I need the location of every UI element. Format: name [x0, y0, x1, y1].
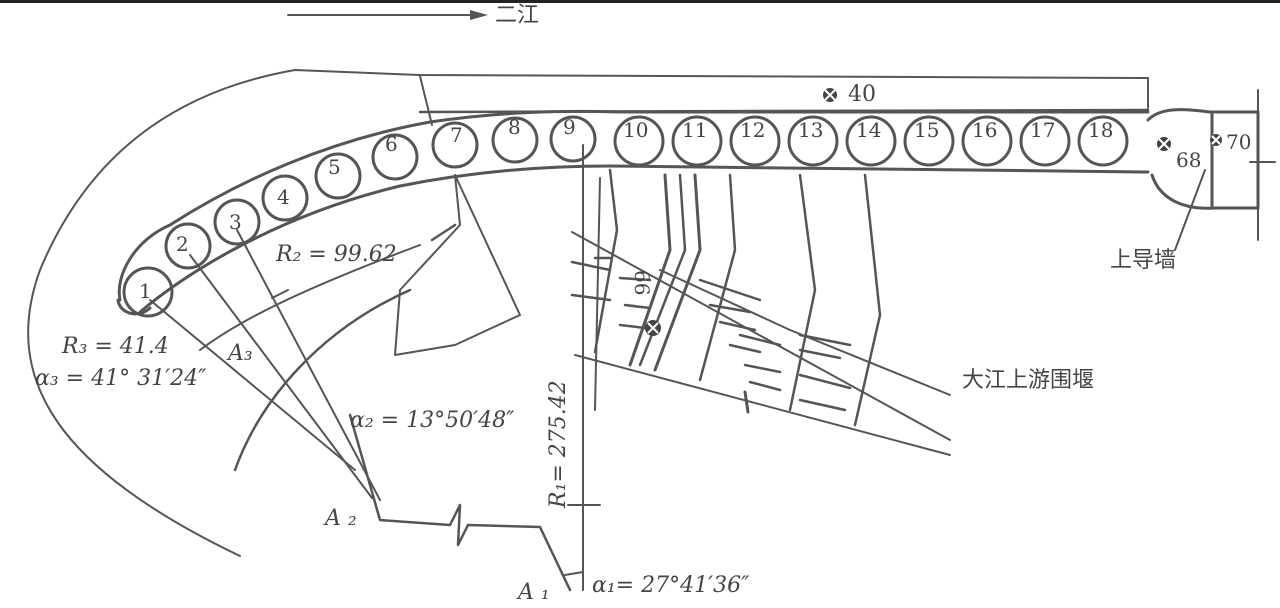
caisson-number: 13 — [798, 118, 824, 142]
radius-r3-label: R₃ = 41.4 — [62, 334, 169, 359]
caisson-number: 11 — [682, 118, 708, 142]
survey-markers — [645, 88, 1222, 336]
flow-direction-label: 二江 — [495, 3, 540, 28]
radius-r2-label: R₂ = 99.62 — [276, 242, 397, 267]
caisson-number: 16 — [972, 118, 998, 142]
caisson-number: 9 — [563, 115, 576, 139]
caisson-number: 7 — [450, 123, 463, 147]
caisson-number: 14 — [856, 118, 882, 142]
marker-40-label: 40 — [848, 82, 876, 107]
caisson-number: 18 — [1088, 118, 1114, 142]
caisson-number: 6 — [385, 132, 398, 156]
angle-alpha1-label: α₁= 27°41′36″ — [592, 573, 750, 598]
flow-arrowhead — [470, 10, 488, 20]
point-a2-label: A ₂ — [325, 506, 357, 531]
caisson-number: 17 — [1030, 118, 1056, 142]
caisson-number: 2 — [176, 232, 189, 256]
top-border-rule — [0, 0, 1280, 3]
marker-66-label: 66 — [630, 270, 654, 296]
caisson-number: 5 — [328, 155, 341, 179]
point-a1-label: A ₁ — [518, 580, 550, 605]
caisson-number: 1 — [139, 279, 152, 303]
caisson-cells — [122, 115, 1129, 318]
marker-70-label: 70 — [1226, 130, 1252, 154]
caisson-number: 8 — [508, 115, 521, 139]
cofferdam-label: 大江上游围堰 — [962, 368, 1095, 393]
angle-alpha3-label: α₃ = 41° 31′24″ — [35, 366, 207, 391]
marker-68-label: 68 — [1176, 148, 1202, 172]
upper-guide-wall-label: 上导墙 — [1110, 248, 1177, 273]
radius-r1-label: R₁= 275.42 — [546, 380, 571, 508]
point-a3-label: A₃ — [228, 341, 253, 366]
angle-alpha2-label: α₂ = 13°50′48″ — [350, 408, 515, 433]
outer-envelope — [27, 69, 1149, 557]
caisson-number: 12 — [740, 118, 766, 142]
caisson-number: 15 — [914, 118, 940, 142]
caisson-number: 3 — [229, 210, 242, 234]
caisson-number: 10 — [623, 118, 649, 142]
caisson-number: 4 — [277, 185, 290, 209]
